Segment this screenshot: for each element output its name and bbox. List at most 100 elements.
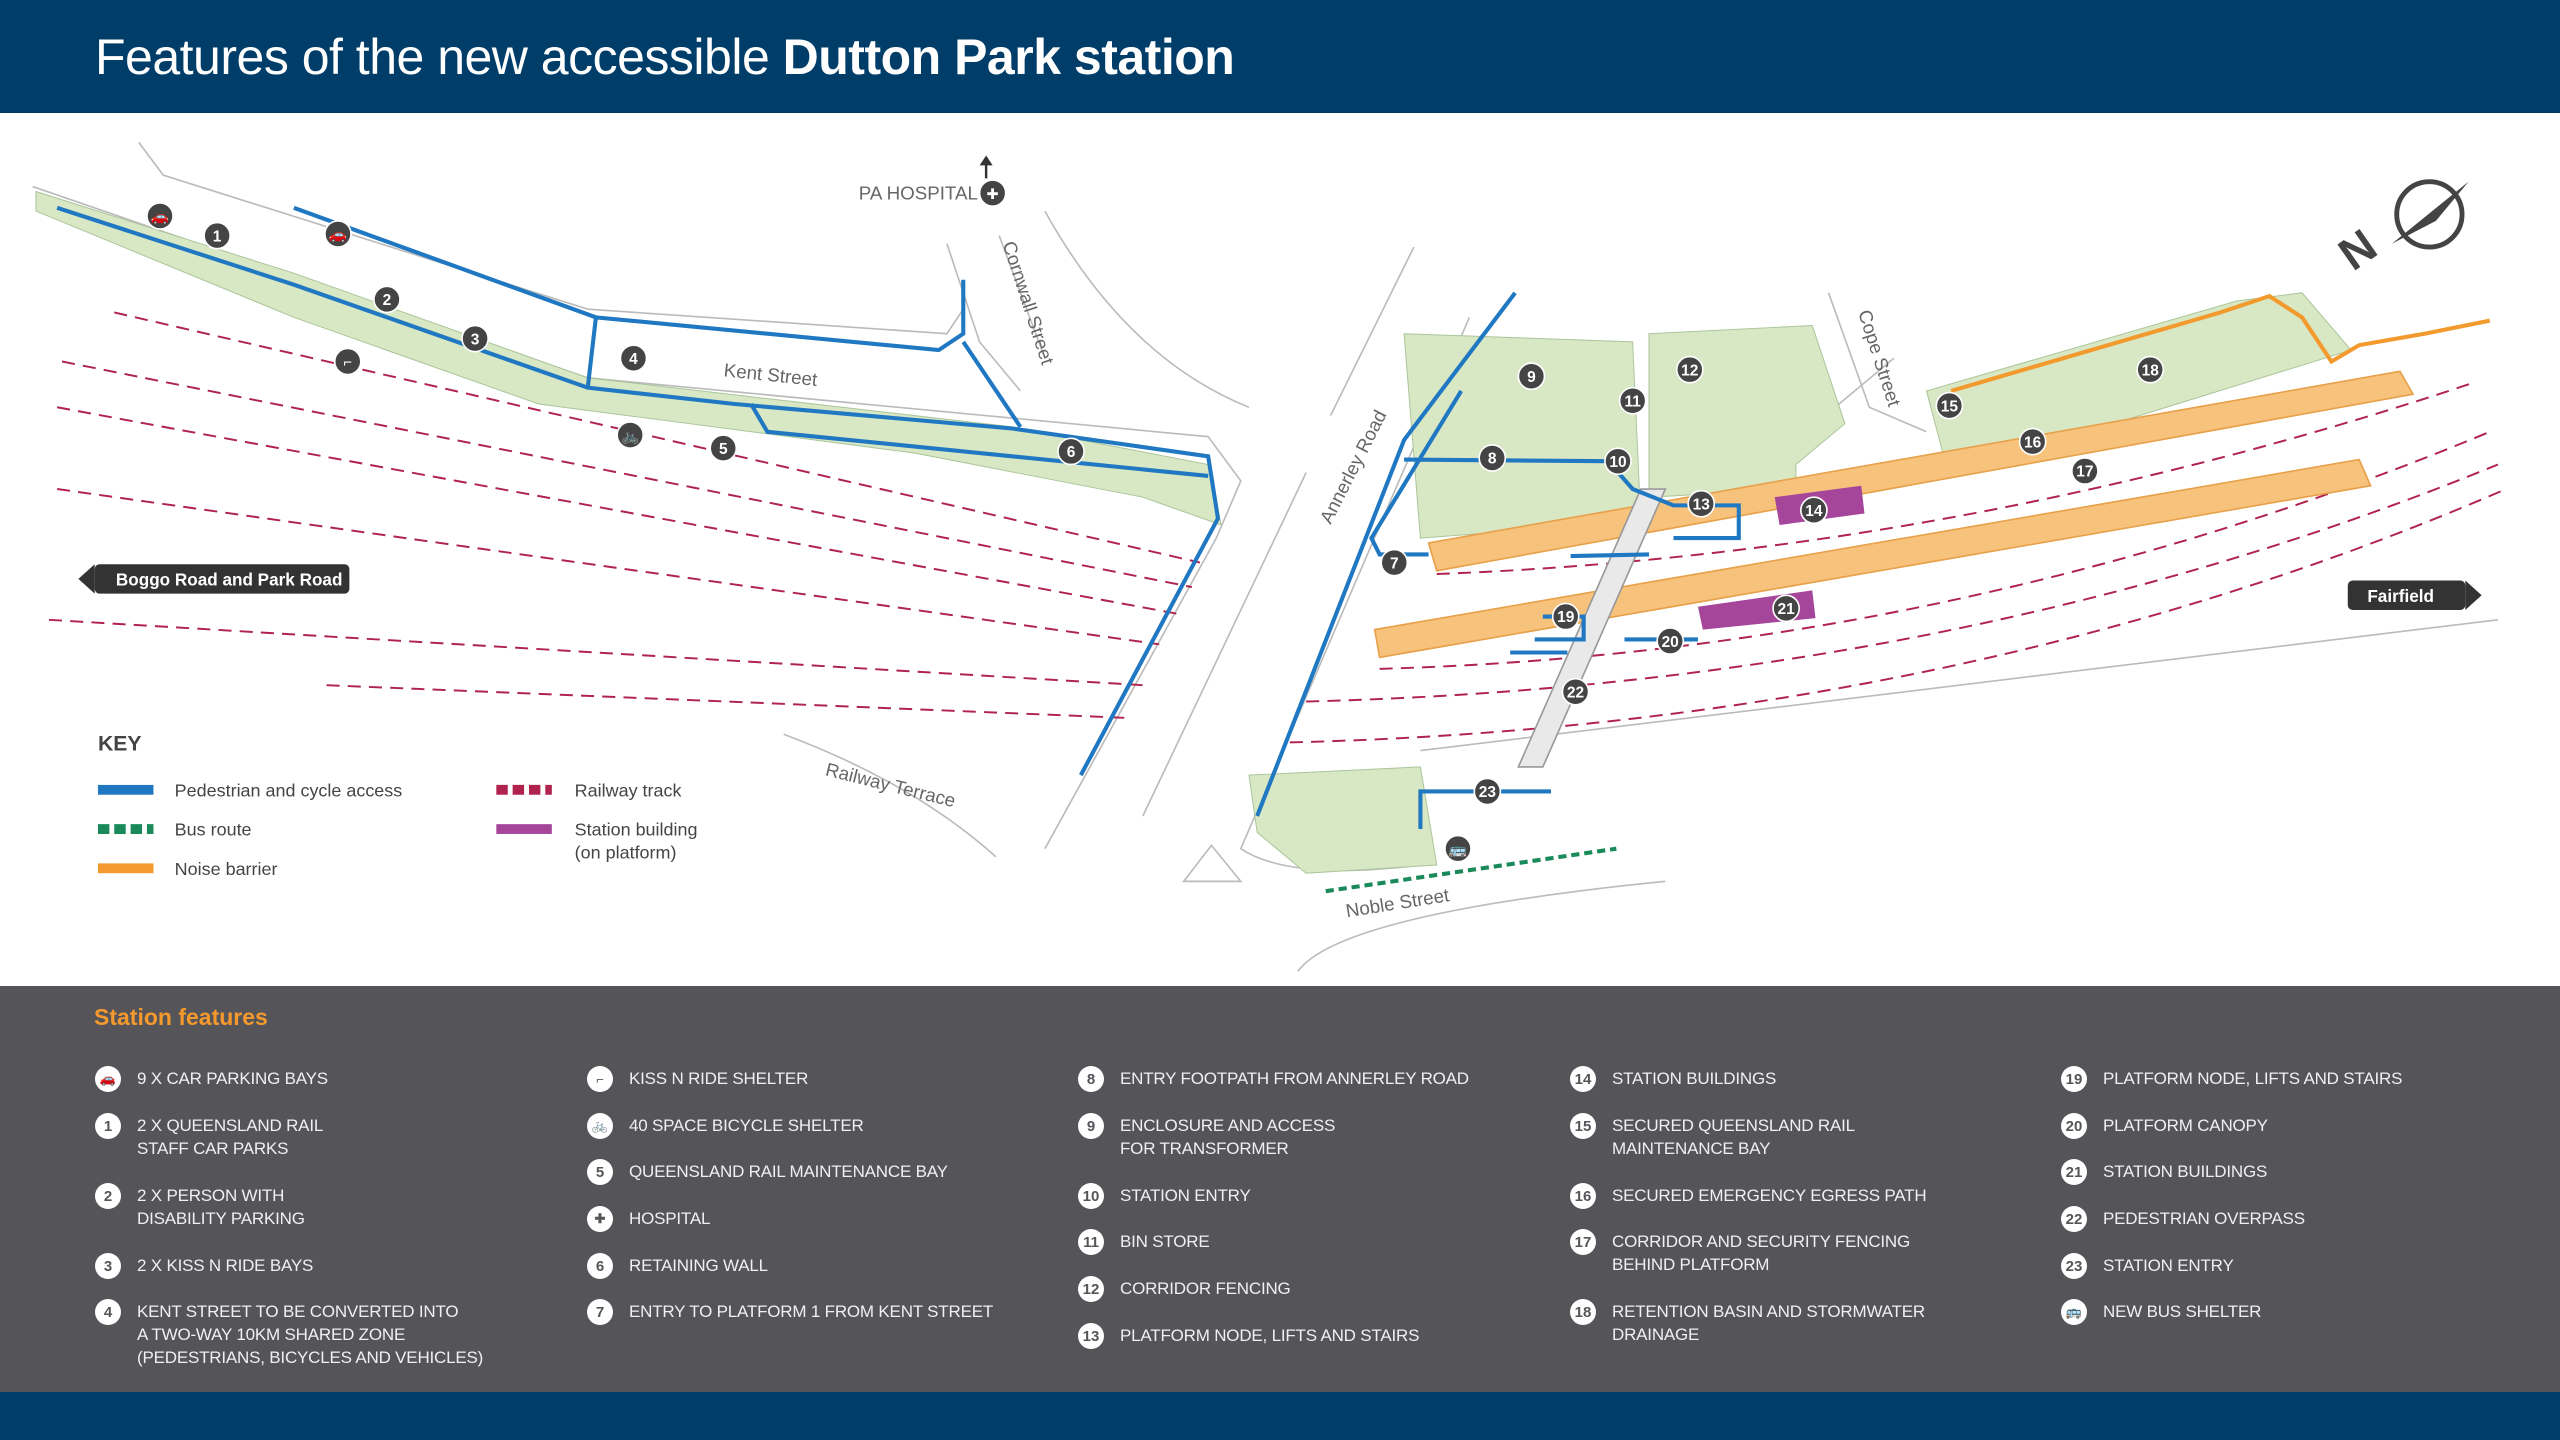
- key-label-building: Station building: [575, 820, 698, 840]
- footer-band: [0, 1392, 2560, 1440]
- map-marker-9: 9: [1517, 362, 1546, 391]
- feature-number-badge: 9: [1078, 1113, 1104, 1139]
- map-marker-21: 21: [1772, 594, 1800, 623]
- map-icon-markers: 🚗🚗⌐🚲✚🚌: [146, 179, 1472, 863]
- map-marker-number: 23: [1479, 784, 1497, 801]
- svg-text:✚: ✚: [987, 187, 999, 203]
- map-marker-number: 22: [1567, 684, 1585, 701]
- noble-street-label: Noble Street: [1344, 884, 1451, 921]
- hospital-direction-icon: [979, 155, 993, 179]
- title-bold: Dutton Park station: [782, 29, 1235, 85]
- map-marker-number: 8: [1488, 451, 1497, 468]
- map-marker-number: 15: [1941, 398, 1959, 415]
- bus-icon: 🚌: [2061, 1299, 2087, 1325]
- feature-item: 3 2 X KISS N RIDE BAYS: [95, 1253, 313, 1279]
- map-marker-8: 8: [1478, 444, 1507, 472]
- key-label-rail: Railway track: [575, 780, 683, 800]
- feature-number-badge: 21: [2061, 1159, 2087, 1185]
- feature-text: RETENTION BASIN AND STORMWATER DRAINAGE: [1612, 1302, 1925, 1344]
- svg-text:⌐: ⌐: [343, 355, 352, 371]
- map-marker-6: 6: [1057, 437, 1085, 466]
- feature-number-badge: 5: [587, 1159, 613, 1185]
- map-marker-10: 10: [1604, 447, 1632, 476]
- feature-text: KISS N RIDE SHELTER: [629, 1069, 809, 1088]
- feature-text: BIN STORE: [1120, 1232, 1210, 1251]
- feature-text: PLATFORM CANOPY: [2103, 1116, 2268, 1135]
- map-marker-number: 7: [1390, 555, 1399, 572]
- map-marker-7: 7: [1380, 548, 1409, 577]
- feature-number-badge: 2: [95, 1183, 121, 1209]
- feature-text: ENCLOSURE AND ACCESS FOR TRANSFORMER: [1120, 1116, 1336, 1158]
- station-map: PA HOSPITAL Kent Street Cornwall Street …: [32, 141, 2507, 972]
- bus-route: [1325, 846, 1617, 894]
- feature-item: 18 RETENTION BASIN AND STORMWATER DRAINAG…: [1570, 1299, 1925, 1346]
- map-marker-23: 23: [1473, 777, 1502, 806]
- map-marker-20: 20: [1656, 627, 1685, 655]
- feature-number-badge: 12: [1078, 1276, 1104, 1302]
- key-label-pedestrian: Pedestrian and cycle access: [175, 780, 403, 800]
- hospital-icon: ✚: [587, 1206, 613, 1232]
- svg-text:🚌: 🚌: [1449, 842, 1467, 858]
- feature-text: ENTRY FOOTPATH FROM ANNERLEY ROAD: [1120, 1069, 1469, 1088]
- map-marker-12: 12: [1675, 355, 1704, 384]
- car-icon: 🚗: [95, 1066, 121, 1092]
- map-marker-number: 3: [471, 331, 480, 348]
- page-title: Features of the new accessible Dutton Pa…: [95, 28, 1235, 86]
- map-marker-number: 11: [1624, 393, 1641, 410]
- feature-item: 🚲40 SPACE BICYCLE SHELTER: [587, 1113, 864, 1139]
- map-marker-number: 1: [213, 228, 222, 245]
- map-marker-4: 4: [619, 344, 648, 373]
- title-regular: Features of the new accessible: [95, 29, 783, 85]
- feature-text: PLATFORM NODE, LIFTS AND STAIRS: [1120, 1326, 1420, 1345]
- railway-terrace-label: Railway Terrace: [824, 759, 958, 812]
- feature-text: CORRIDOR FENCING: [1120, 1279, 1291, 1298]
- map-marker-number: 20: [1662, 634, 1679, 651]
- svg-text:🚗: 🚗: [151, 210, 169, 226]
- feature-number-badge: 8: [1078, 1066, 1104, 1092]
- map-marker-number: 12: [1681, 362, 1699, 379]
- feature-item: 🚌NEW BUS SHELTER: [2061, 1299, 2261, 1325]
- feature-text: STATION BUILDINGS: [1612, 1069, 1777, 1088]
- feature-text: PEDESTRIAN OVERPASS: [2103, 1209, 2305, 1228]
- kiss-n-ride-icon: ⌐: [333, 347, 362, 376]
- feature-number-badge: 1: [95, 1113, 121, 1139]
- map-marker-number: 10: [1609, 454, 1626, 471]
- map-marker-number: 17: [2076, 464, 2093, 481]
- map-marker-15: 15: [1935, 391, 1964, 420]
- feature-number-badge: 18: [1570, 1299, 1596, 1325]
- north-label: N: [2330, 219, 2386, 280]
- feature-item: ✚HOSPITAL: [587, 1206, 710, 1232]
- fairfield-label: Fairfield: [2367, 586, 2434, 606]
- feature-text: 2 X KISS N RIDE BAYS: [137, 1256, 314, 1275]
- map-marker-11: 11: [1618, 386, 1647, 415]
- map-marker-number: 5: [719, 441, 728, 458]
- feature-number-badge: 6: [587, 1253, 613, 1279]
- boggo-road-sign[interactable]: Boggo Road and Park Road: [78, 564, 350, 594]
- fairfield-sign[interactable]: Fairfield: [2347, 580, 2482, 610]
- map-marker-16: 16: [2018, 427, 2047, 456]
- key-label-bus: Bus route: [175, 820, 252, 840]
- feature-number-badge: 16: [1570, 1183, 1596, 1209]
- feature-text: 40 SPACE BICYCLE SHELTER: [629, 1116, 864, 1135]
- key-swatch-building: [496, 824, 552, 834]
- feature-text: STATION ENTRY: [2103, 1256, 2234, 1275]
- feature-number-badge: 7: [587, 1299, 613, 1325]
- car-icon: 🚗: [146, 202, 174, 230]
- noise-barrier: [1950, 293, 2491, 393]
- map-marker-number: 21: [1777, 601, 1795, 618]
- features-title: Station features: [94, 1004, 268, 1030]
- map-marker-3: 3: [461, 324, 489, 353]
- feature-text: SECURED QUEENSLAND RAIL MAINTENANCE BAY: [1612, 1116, 1855, 1158]
- feature-text: 2 X QUEENSLAND RAIL STAFF CAR PARKS: [137, 1116, 324, 1158]
- map-marker-1: 1: [203, 221, 232, 250]
- feature-number-badge: 3: [95, 1253, 121, 1279]
